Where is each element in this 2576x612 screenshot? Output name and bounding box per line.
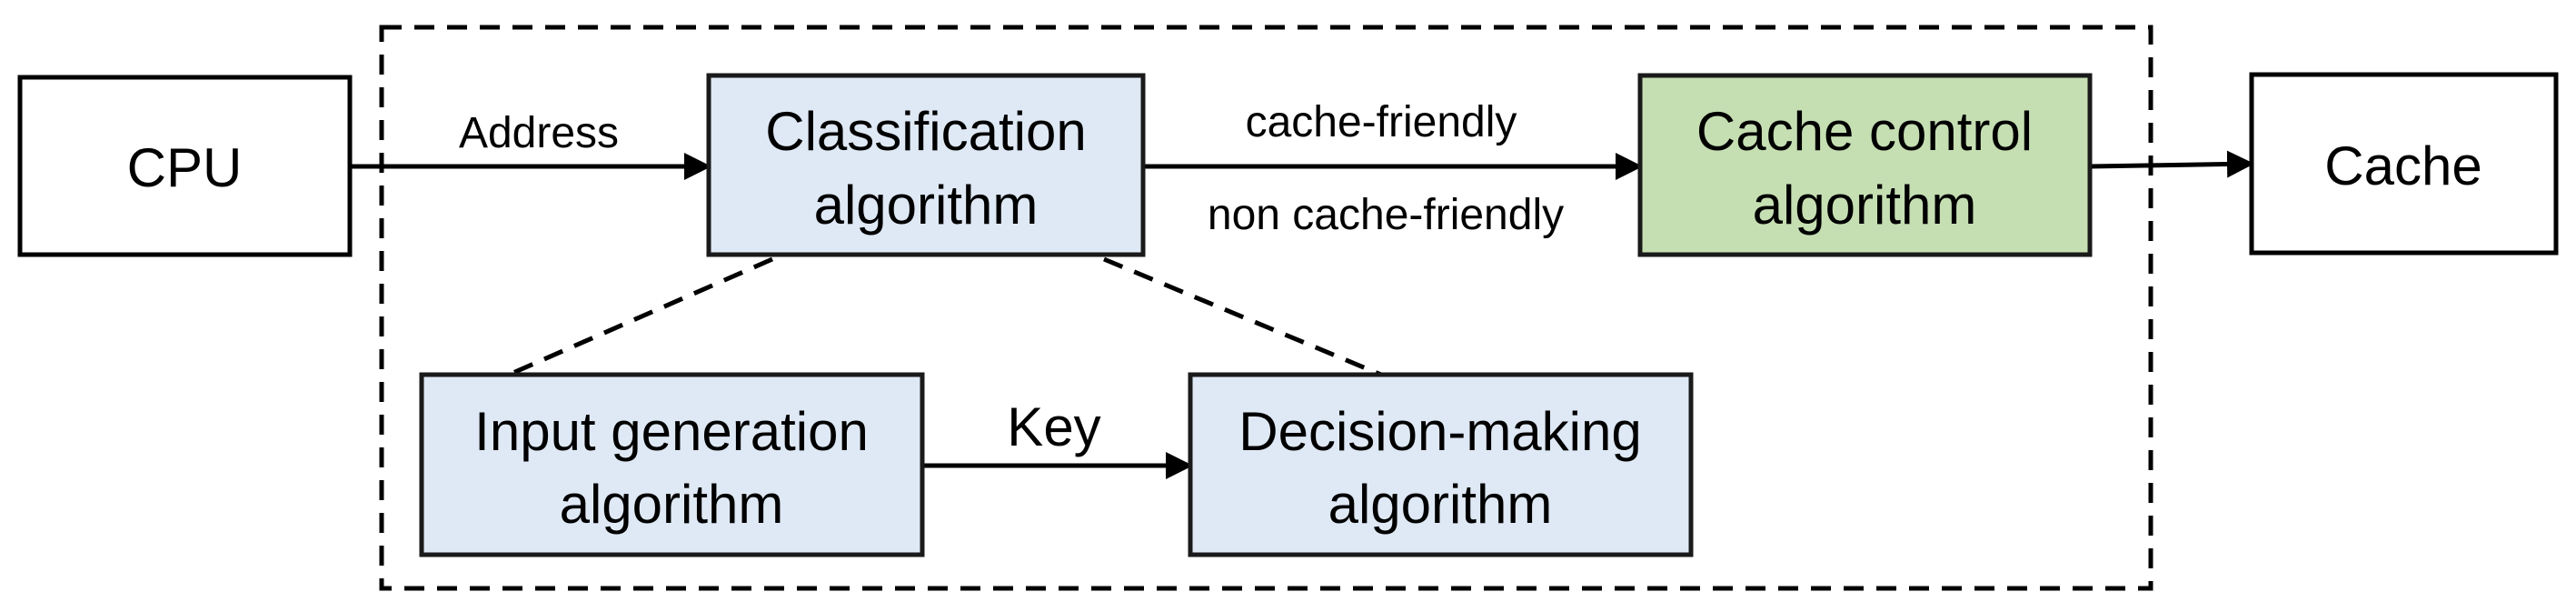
cpu-box xyxy=(17,75,353,257)
cache-control-label-line2: algorithm xyxy=(1753,175,1977,236)
classification-to-input-generation-dashed-line xyxy=(507,256,774,377)
system-boundary-frame xyxy=(379,25,2153,591)
cache-control-label-line1: Cache control xyxy=(1696,101,2033,162)
cache-box xyxy=(2249,72,2559,256)
classification-label-line2: algorithm xyxy=(814,175,1039,236)
cache-label: Cache xyxy=(2324,135,2482,196)
decision-making-label-line2: algorithm xyxy=(1328,474,1553,535)
address-edge-label: Address xyxy=(459,109,619,157)
cache-control-box xyxy=(1637,73,2093,257)
cpu-label: CPU xyxy=(127,137,243,198)
cache-control-to-cache-arrow xyxy=(2089,150,2254,178)
input-generation-box xyxy=(419,372,925,557)
classification-to-decision-making-dashed-line xyxy=(1103,256,1382,377)
non-cache-friendly-edge-label: non cache-friendly xyxy=(1208,191,1564,239)
input-generation-label-line1: Input generation xyxy=(474,401,869,462)
decision-making-label-line1: Decision-making xyxy=(1238,401,1642,462)
input-generation-label-line2: algorithm xyxy=(560,474,784,535)
classification-label-line1: Classification xyxy=(765,101,1086,162)
key-edge-label: Key xyxy=(1007,396,1100,457)
cache-friendly-edge-label: cache-friendly xyxy=(1246,98,1517,146)
classification-box xyxy=(706,73,1146,257)
decision-making-box xyxy=(1188,372,1694,557)
